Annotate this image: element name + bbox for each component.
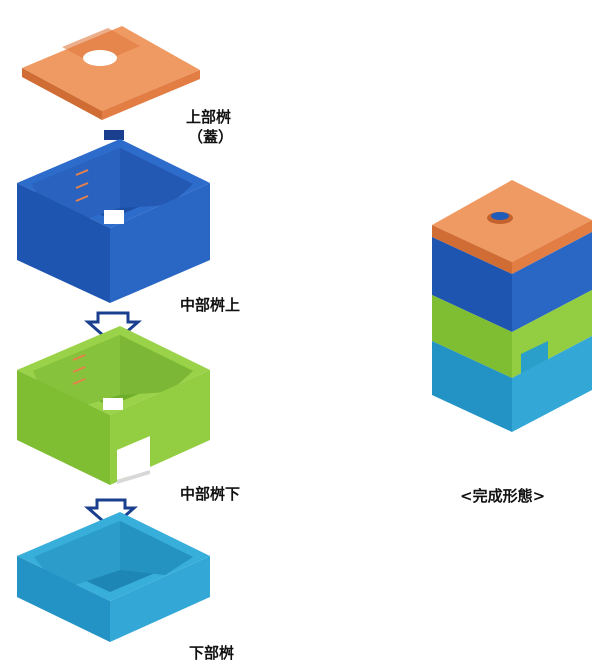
label-top-lid: 上部桝: [186, 108, 232, 126]
label-bottom: 下部桝: [189, 644, 235, 662]
assembly-arrow-1: [104, 130, 124, 140]
label-top-lid-sub: （蓋）: [188, 128, 234, 146]
middle-upper-box-part: [17, 139, 210, 303]
completed-assembly: [432, 180, 592, 432]
label-complete-form: <完成形態>: [460, 487, 546, 505]
bottom-box-part: [17, 512, 210, 642]
label-middle-lower: 中部桝下: [180, 485, 241, 503]
middle-lower-box-part: [17, 326, 210, 485]
label-middle-upper: 中部桝上: [180, 296, 241, 314]
top-lid-part: [22, 26, 200, 120]
